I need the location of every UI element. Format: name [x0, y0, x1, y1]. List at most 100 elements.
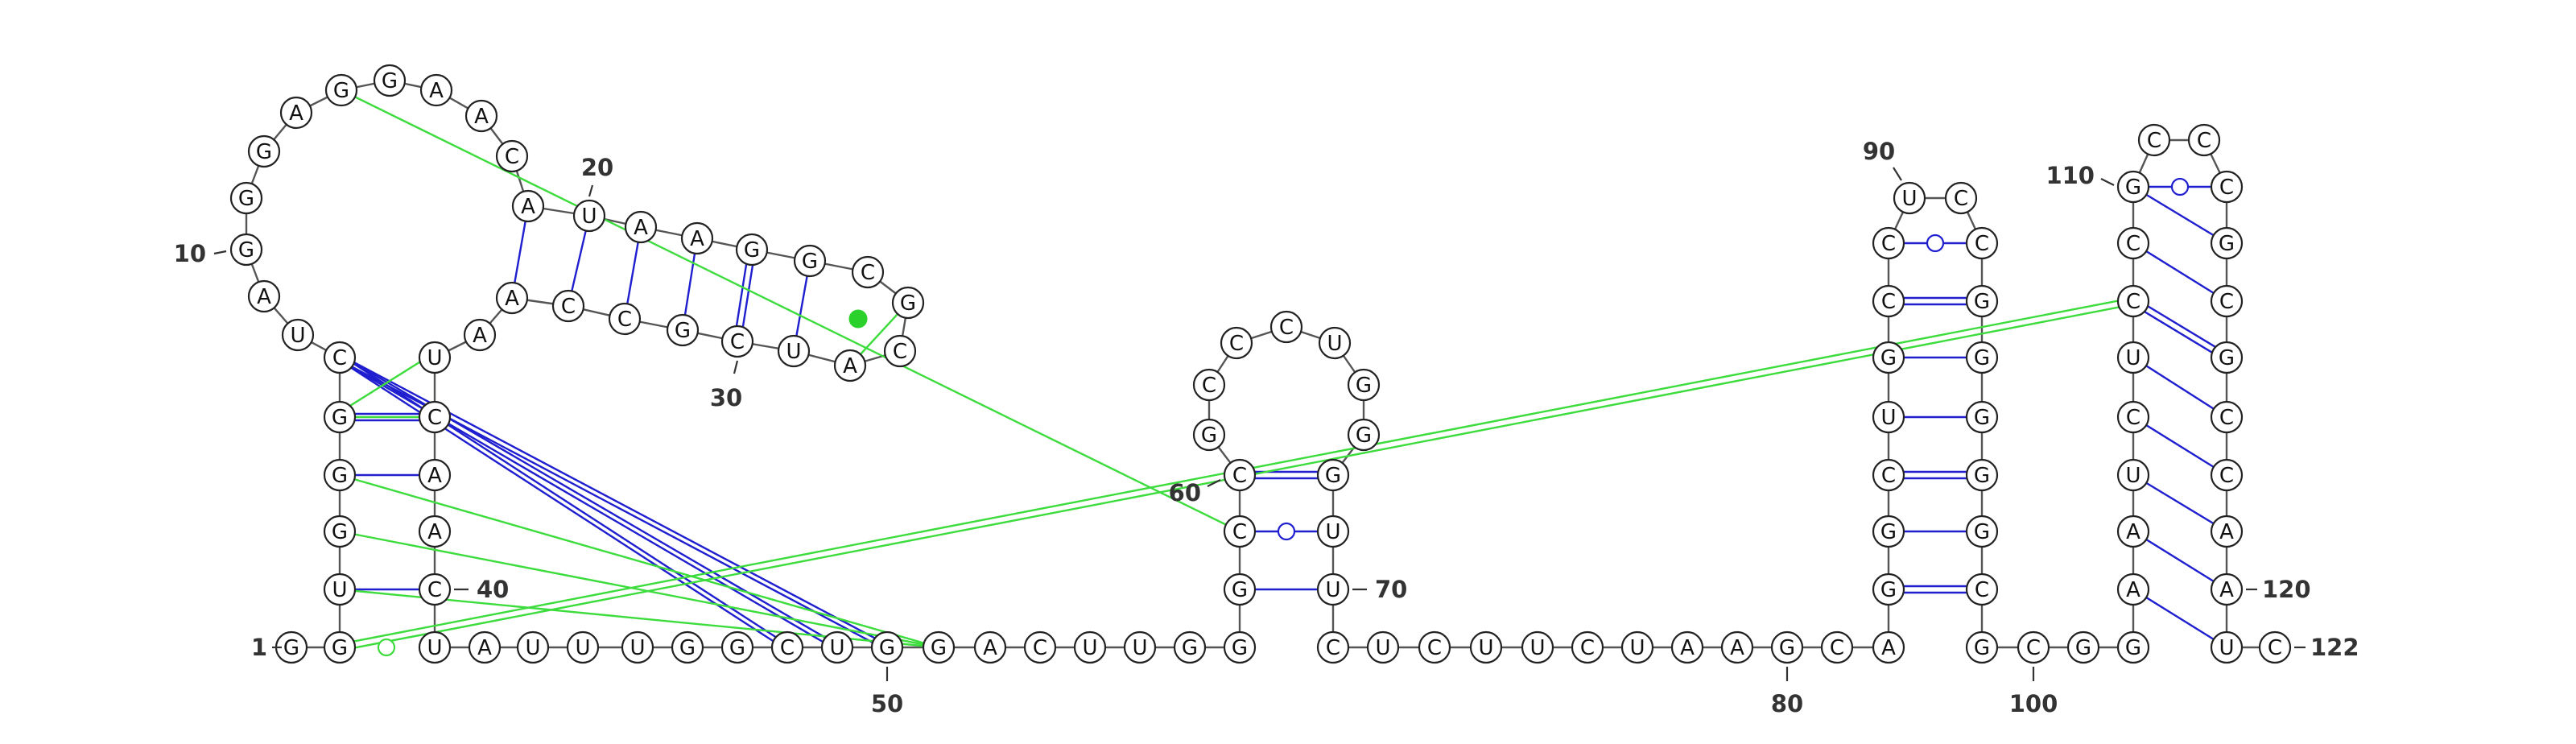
- nucleotide-letter: C: [332, 346, 347, 370]
- nucleotide-letter: G: [1880, 520, 1897, 544]
- nucleotide-circle: [2210, 630, 2244, 664]
- nucleotide: G: [1347, 368, 1381, 402]
- nucleotide-circle: [1366, 630, 1400, 664]
- nucleotide-letter: C: [1202, 374, 1216, 398]
- nucleotide-circle: [2210, 515, 2244, 548]
- nucleotide: G: [323, 400, 357, 434]
- wobble-marker: [1926, 234, 1945, 253]
- nucleotide-circle: [1318, 326, 1352, 360]
- base-pair: [2132, 185, 2227, 245]
- base-pair: [2132, 588, 2227, 649]
- position-label: 90: [1863, 138, 1895, 165]
- base-pair: [2132, 530, 2227, 591]
- nucleotide-circle: [464, 99, 498, 133]
- nucleotide: G: [1347, 418, 1381, 452]
- nucleotide: C: [2116, 284, 2150, 318]
- nucleotide-circle: [680, 221, 714, 255]
- nucleotide-letter: A: [521, 195, 535, 219]
- nucleotide-circle: [323, 572, 357, 606]
- position-label: 110: [2046, 162, 2095, 189]
- nucleotide-circle: [2116, 226, 2150, 260]
- nucleotide-circle: [418, 630, 452, 664]
- nucleotide: G: [1965, 400, 1999, 434]
- nucleotide: C: [720, 324, 754, 358]
- nucleotide-letter: C: [1033, 636, 1047, 660]
- nucleotide-letter: C: [730, 330, 745, 354]
- nucleotide-circle: [2116, 170, 2150, 204]
- nucleotide-letter: A: [1881, 636, 1896, 660]
- nucleotide-letter: C: [780, 636, 795, 660]
- nucleotide-letter: C: [1881, 464, 1896, 488]
- position-label: 10: [174, 240, 206, 267]
- position-tick: [2100, 178, 2115, 186]
- nucleotide-circle: [1965, 284, 1999, 318]
- nucleotide-circle: [833, 349, 867, 382]
- nucleotide: G: [324, 73, 358, 107]
- nucleotide-letter: A: [2126, 578, 2140, 602]
- nucleotide: C: [2017, 630, 2050, 664]
- nucleotide-letter: U: [525, 636, 540, 660]
- nucleotide: G: [323, 458, 357, 492]
- nucleotide: C: [2210, 458, 2244, 492]
- nucleotide-circle: [495, 139, 529, 173]
- nucleotide-letter: U: [581, 205, 597, 229]
- nucleotide-circle: [1965, 400, 1999, 434]
- nucleotide-letter: G: [802, 250, 818, 274]
- nucleotide: G: [275, 630, 308, 664]
- nucleotide: U: [1316, 515, 1350, 548]
- nucleotide: C: [1571, 630, 1604, 664]
- nucleotide-circle: [2116, 572, 2150, 606]
- nucleotide-letter: G: [1974, 290, 1990, 314]
- nucleotide: U: [1521, 630, 1554, 664]
- nucleotide-letter: G: [2219, 346, 2235, 370]
- position-label: 100: [2009, 690, 2058, 717]
- nucleotide-letter: G: [283, 636, 299, 660]
- nucleotide: G: [870, 630, 904, 664]
- nucleotide-circle: [666, 313, 700, 347]
- nucleotide: C: [1316, 630, 1350, 664]
- nucleotide: A: [418, 515, 452, 548]
- base-pair: [2132, 415, 2227, 477]
- nucleotide: G: [229, 233, 263, 267]
- position-tick: [588, 184, 594, 197]
- nucleotide: U: [2210, 630, 2244, 664]
- nucleotide-circle: [820, 630, 854, 664]
- pseudoknot-pair: [338, 358, 887, 651]
- nucleotide: G: [2116, 170, 2150, 204]
- nucleotide: U: [566, 630, 600, 664]
- nucleotide-letter: C: [617, 308, 632, 332]
- nucleotide-circle: [2210, 341, 2244, 374]
- pseudoknot-pair: [337, 358, 787, 651]
- nucleotide: C: [2210, 284, 2244, 318]
- nucleotide: A: [279, 96, 313, 130]
- nucleotide-letter: A: [427, 520, 442, 544]
- nucleotide-letter: G: [1201, 424, 1217, 448]
- nucleotide: U: [1123, 630, 1157, 664]
- nucleotide-letter: C: [893, 340, 907, 364]
- nucleotide-circle: [418, 341, 452, 374]
- nucleotide-letter: G: [1974, 464, 1990, 488]
- nucleotide: G: [1965, 515, 1999, 548]
- nucleotide: U: [516, 630, 550, 664]
- nucleotide-letter: U: [290, 324, 305, 348]
- nucleotide: C: [1269, 310, 1303, 344]
- nucleotide-letter: G: [1356, 374, 1372, 398]
- nucleotide-circle: [2116, 458, 2150, 492]
- nucleotide-circle: [516, 630, 550, 664]
- nucleotide-letter: C: [2026, 636, 2041, 660]
- base-pair: [2132, 473, 2227, 533]
- nucleotide-circle: [551, 289, 585, 323]
- nucleotide: U: [777, 334, 811, 368]
- nucleotide-circle: [608, 302, 642, 336]
- nucleotide-letter: C: [2219, 406, 2234, 430]
- nucleotide-letter: G: [1974, 520, 1990, 544]
- pseudoknot-pair: [340, 354, 889, 647]
- nucleotide-letter: A: [474, 105, 489, 129]
- nucleotide-letter: U: [1325, 520, 1340, 544]
- nucleotide-circle: [1872, 284, 1905, 318]
- nucleotide: A: [495, 281, 529, 315]
- nucleotide-letter: C: [1975, 578, 1989, 602]
- nucleotide-circle: [770, 630, 804, 664]
